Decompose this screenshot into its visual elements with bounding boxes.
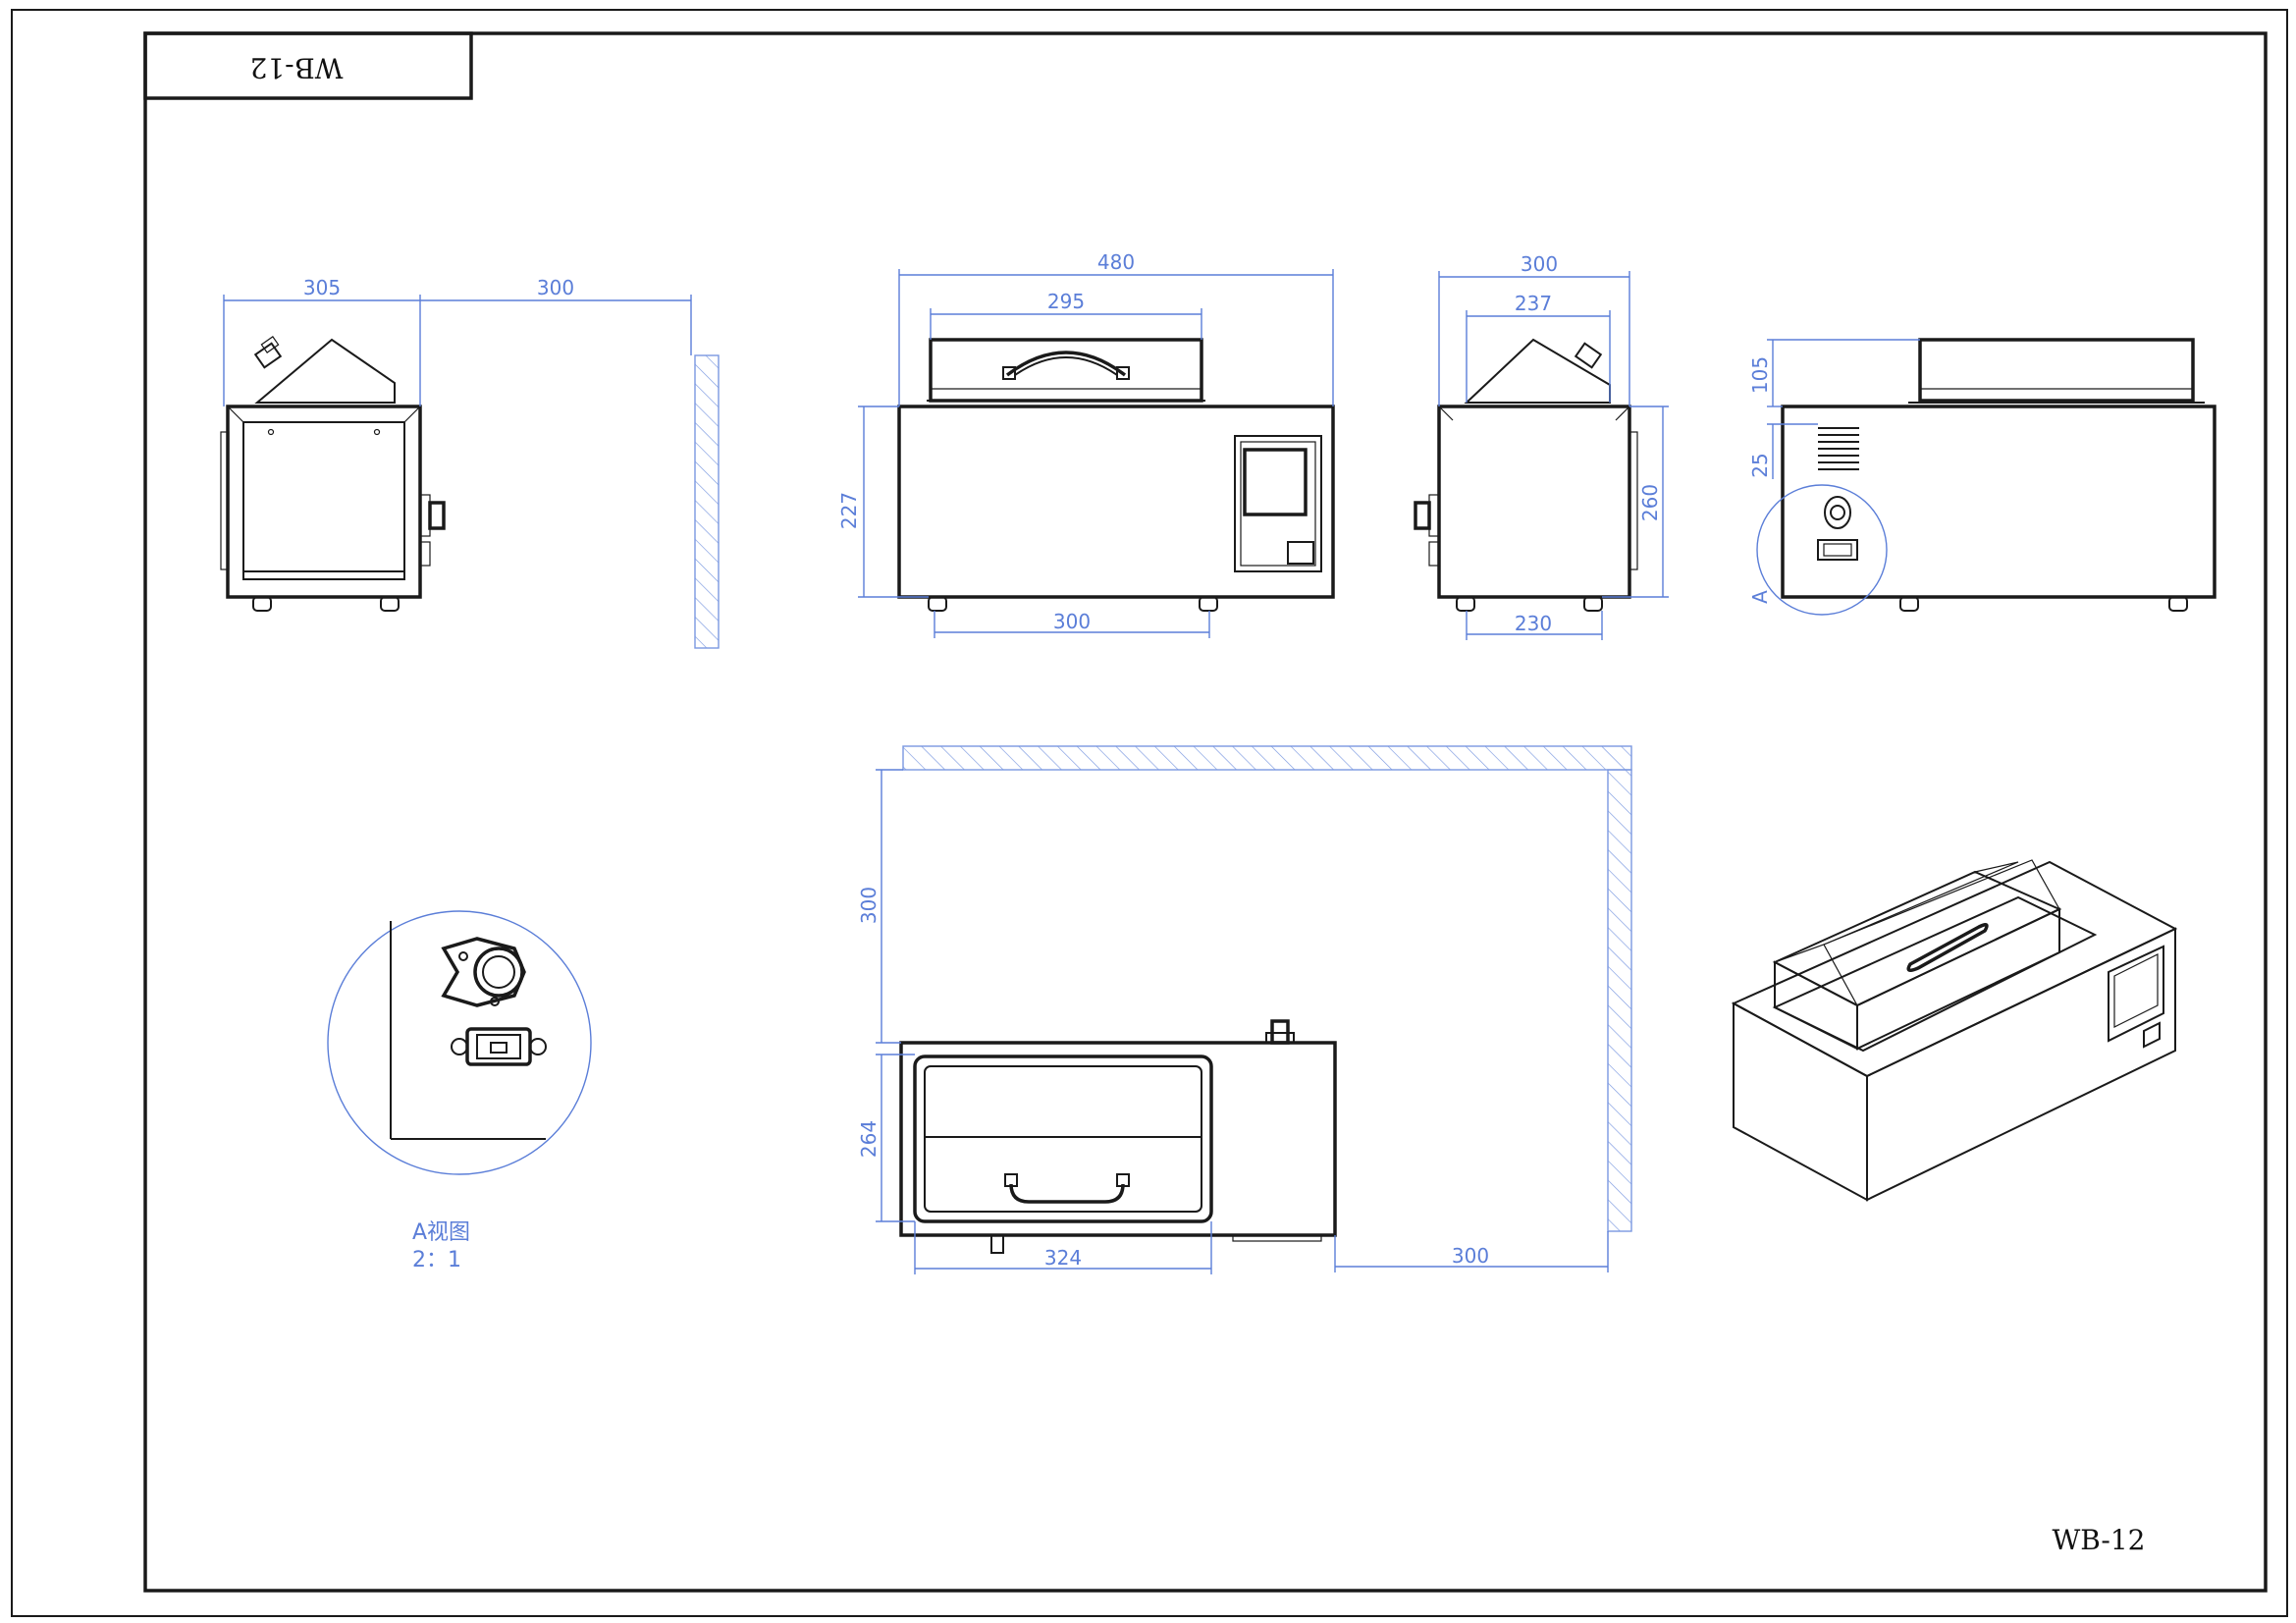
detail-view-caption: A视图	[412, 1220, 470, 1245]
right-view-lid-width-dim: 237	[1515, 292, 1552, 315]
top-side-clearance-dim: 300	[1452, 1244, 1489, 1268]
right-side-view: 300 237 260 230	[1414, 252, 1669, 640]
top-rear-clearance-dim: 300	[857, 887, 881, 924]
wall-hatch-left	[694, 354, 720, 649]
front-view: 480 295 227 300	[837, 250, 1335, 638]
isometric-view	[1731, 859, 2178, 1202]
outer-border	[11, 9, 2288, 1617]
left-view-clearance-dim: 300	[537, 276, 574, 299]
wall-hatch-side	[1607, 769, 1632, 1232]
top-view: 300 264 324 300	[857, 745, 1632, 1274]
title-block: WB-12	[143, 31, 473, 100]
detail-a-marker-label: A	[1748, 590, 1772, 604]
title-block-label: WB-12	[250, 52, 344, 84]
inner-border	[143, 31, 2268, 1593]
footer-label: WB-12	[2053, 1524, 2146, 1556]
front-height-dim: 227	[837, 492, 861, 529]
detail-view-scale: 2：1	[412, 1248, 461, 1272]
wall-hatch-rear	[902, 745, 1632, 771]
right-view-feet-span-dim: 230	[1515, 612, 1552, 635]
top-depth-dim: 264	[857, 1120, 881, 1158]
right-view-height-dim: 260	[1638, 484, 1662, 521]
rear-view: A 105 25	[1748, 338, 2216, 616]
left-view-width-dim: 305	[303, 276, 341, 299]
right-view-width-dim: 300	[1521, 252, 1558, 276]
vent-grille	[1818, 427, 1859, 470]
front-feet-span-dim: 300	[1053, 610, 1091, 633]
top-opening-width-dim: 324	[1044, 1246, 1082, 1270]
left-side-view: 305 300	[220, 276, 720, 649]
rear-top-offset-dim: 25	[1748, 453, 1772, 477]
detail-view-a: A视图 2：1	[327, 910, 592, 1272]
rear-lid-height-dim: 105	[1748, 356, 1772, 394]
detail-a-marker-circle	[1756, 484, 1888, 616]
front-overall-width-dim: 480	[1097, 250, 1135, 274]
front-lid-width-dim: 295	[1047, 290, 1085, 313]
